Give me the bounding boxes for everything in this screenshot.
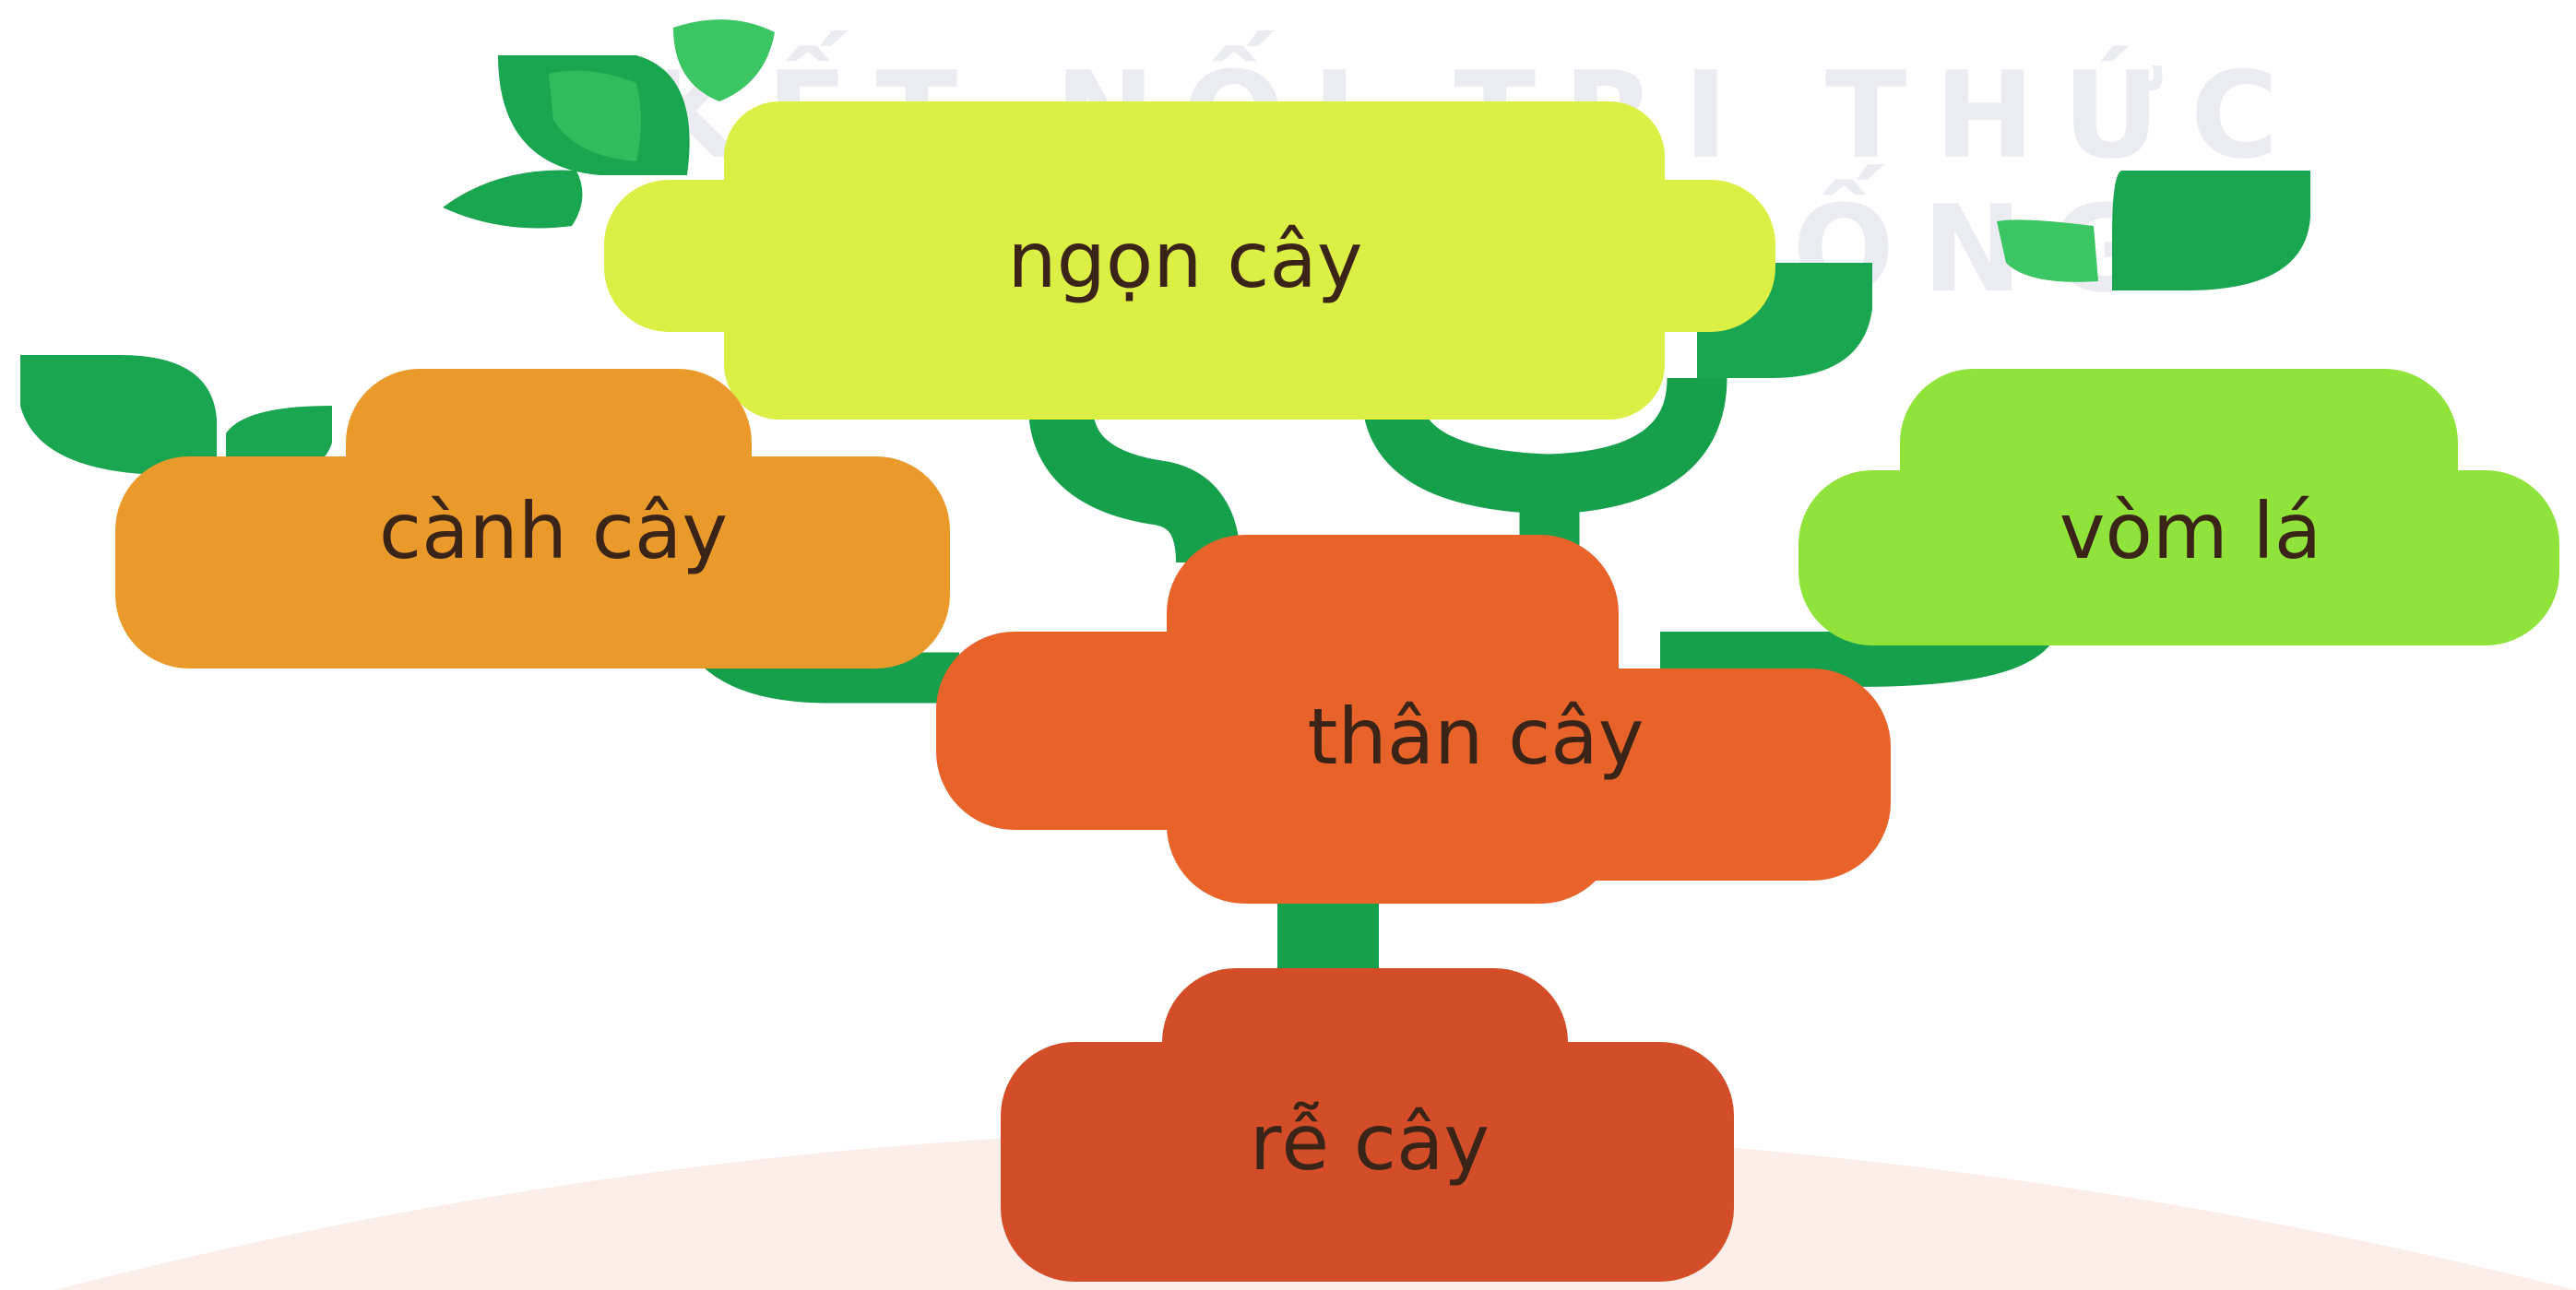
leaf-icon — [1997, 219, 2098, 282]
node-vom-la-label: vòm lá — [2060, 486, 2321, 576]
node-than-cay-label: thân cây — [1308, 692, 1644, 782]
node-canh-cay-shape-lower — [115, 456, 950, 669]
node-vom-la-shape-lower — [1798, 470, 2559, 645]
node-vom-la: vòm lá — [1798, 369, 2559, 645]
node-re-cay-label: rễ cây — [1250, 1097, 1490, 1188]
stem-left-upper — [1028, 404, 1241, 564]
node-ngon-cay-label: ngọn cây — [1007, 215, 1362, 305]
leaf-icon — [549, 70, 641, 161]
leaf-icon — [20, 355, 217, 475]
node-canh-cay-label: cành cây — [379, 486, 728, 576]
leaf-icon — [2112, 171, 2310, 290]
node-re-cay: rễ cây — [1001, 968, 1734, 1282]
node-re-cay-shape-lower — [1001, 1042, 1734, 1282]
node-ngon-cay: ngọn cây — [604, 101, 1775, 420]
node-ngon-cay-shape-upper — [604, 180, 1775, 332]
node-than-cay-shape-right — [1360, 669, 1891, 881]
leaf-icon — [673, 19, 775, 101]
leaf-icon — [443, 170, 583, 229]
node-than-cay: thân cây — [936, 535, 1891, 904]
node-canh-cay: cành cây — [115, 369, 950, 669]
